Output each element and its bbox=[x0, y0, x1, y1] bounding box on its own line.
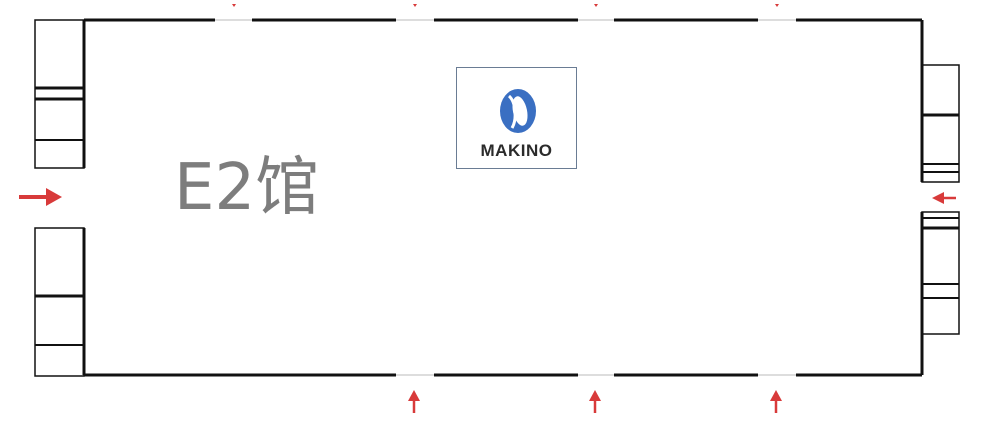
entrance-arrows bbox=[19, 4, 956, 413]
hall-label: E2馆 bbox=[174, 151, 320, 225]
arrow-icon bbox=[932, 192, 956, 204]
exhibitor-logo[interactable]: MAKINO bbox=[456, 67, 577, 169]
arrow-icon bbox=[775, 4, 779, 7]
door-openings bbox=[215, 19, 796, 376]
arrow-icon bbox=[770, 390, 782, 413]
arrow-icon bbox=[413, 4, 417, 7]
arrow-icon bbox=[589, 390, 601, 413]
left-annex bbox=[34, 19, 85, 377]
makino-logo-icon bbox=[500, 89, 536, 133]
right-annex bbox=[921, 64, 960, 335]
arrow-icon bbox=[594, 4, 598, 7]
arrow-icon bbox=[232, 4, 236, 7]
arrow-icon bbox=[19, 188, 62, 206]
arrow-icon bbox=[408, 390, 420, 413]
exhibitor-name: MAKINO bbox=[480, 141, 553, 160]
